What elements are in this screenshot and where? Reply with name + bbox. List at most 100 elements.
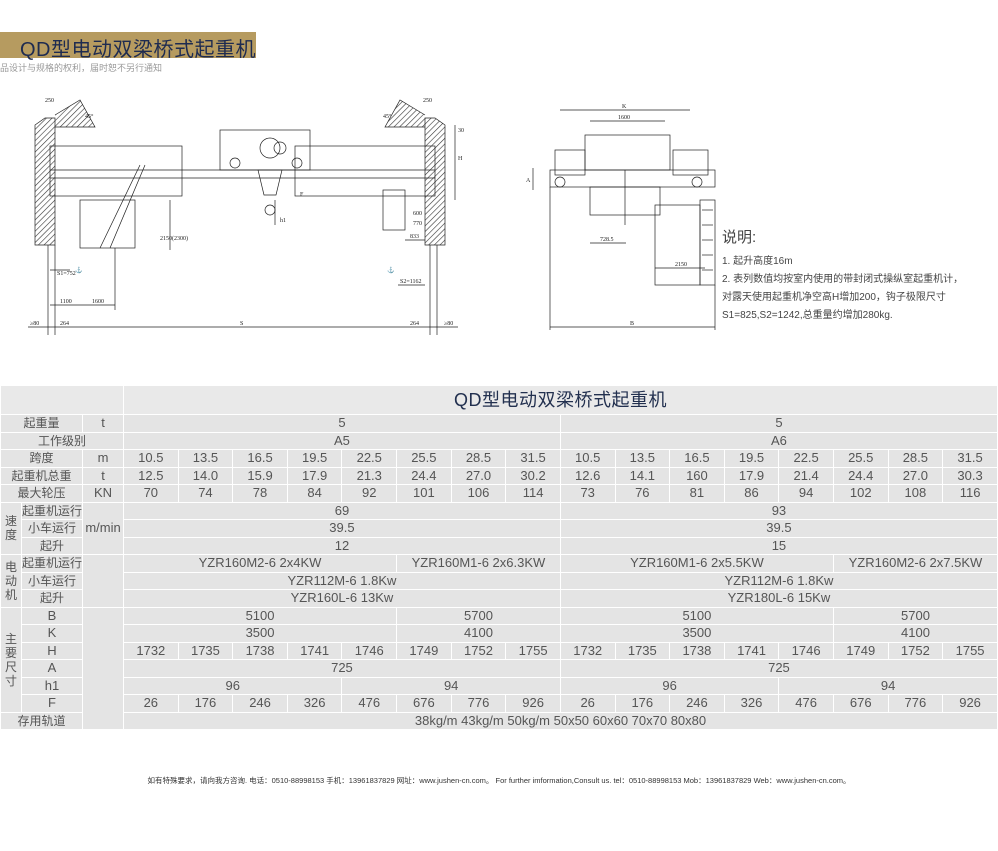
note-line: 1. 起升高度16m xyxy=(722,256,793,267)
table-cell: 73 xyxy=(559,484,616,503)
table-row: 起升 YZR160L-6 13Kw YZR180L-6 15Kw xyxy=(1,589,998,608)
table-cell: 1738 xyxy=(669,641,725,660)
table-cell: 114 xyxy=(505,484,561,503)
table-cell: 676 xyxy=(396,694,452,713)
table-cell: 10.5 xyxy=(559,449,616,468)
table-cell: 1755 xyxy=(505,641,561,660)
table-row: 存用轨道 38kg/m 43kg/m 50kg/m 50x50 60x60 70… xyxy=(0,711,998,730)
table-cell: 176 xyxy=(614,694,671,713)
table-cell: 86 xyxy=(723,484,780,503)
svg-text:S1=752: S1=752 xyxy=(57,271,76,277)
front-drawing-labels: 250 250 45° 45° 30 H F h1 2150(2300) 600… xyxy=(30,98,464,327)
title-banner: QD型电动双梁桥式起重机 xyxy=(0,32,256,61)
table-cell: 101 xyxy=(396,484,452,503)
table-cell: 76 xyxy=(614,484,671,503)
svg-text:≥80: ≥80 xyxy=(444,321,453,327)
table-cell: 27.0 xyxy=(450,466,507,485)
svg-text:⚓: ⚓ xyxy=(75,266,82,274)
table-cell: 17.9 xyxy=(723,466,780,485)
svg-text:45°: 45° xyxy=(85,113,94,120)
table-cell: 108 xyxy=(887,484,944,503)
table-cell: 116 xyxy=(942,484,998,503)
table-cell: 12.6 xyxy=(559,466,616,485)
svg-text:1100: 1100 xyxy=(60,299,72,305)
table-cell: 476 xyxy=(778,694,834,713)
table-cell: 31.5 xyxy=(505,449,561,468)
table-row: h1 96 94 96 94 xyxy=(1,676,998,695)
note-line: 2. 表列数值均按室内使用的带封闭式操纵室起重机计， xyxy=(722,274,964,285)
table-cell: 160 xyxy=(669,466,725,485)
group-motor: 电动机 xyxy=(0,554,22,608)
table-cell: 22.5 xyxy=(341,449,398,468)
table-cell: 14.1 xyxy=(614,466,671,485)
table-cell: 1738 xyxy=(232,641,288,660)
table-cell: 30.3 xyxy=(942,466,998,485)
svg-text:45°: 45° xyxy=(383,113,392,120)
table-cell: 22.5 xyxy=(778,449,834,468)
footer-contact: 如有特殊要求，请向我方咨询. 电话：0510-88998153 手机：13961… xyxy=(147,776,851,785)
table-cell: 1746 xyxy=(778,641,834,660)
svg-text:≥80: ≥80 xyxy=(30,321,39,327)
table-cell: 1732 xyxy=(559,641,616,660)
note-line: 对露天使用起重机净空高H增加200，钩子极限尺寸 xyxy=(722,292,946,303)
table-cell: 19.5 xyxy=(723,449,780,468)
svg-text:S: S xyxy=(240,321,243,327)
left-wall-hatch xyxy=(34,117,56,246)
table-cell: 106 xyxy=(450,484,507,503)
table-cell: 102 xyxy=(832,484,889,503)
table-cell: 1752 xyxy=(887,641,944,660)
table-title-row: QD型电动双梁桥式起重机 xyxy=(0,385,998,415)
table-cell: 246 xyxy=(232,694,288,713)
svg-text:1600: 1600 xyxy=(92,299,104,305)
table-cell: 16.5 xyxy=(232,449,288,468)
group-dimensions: 主要尺寸 xyxy=(0,606,22,713)
svg-text:B: B xyxy=(630,321,634,327)
group-speed: 速度 xyxy=(0,501,22,555)
crane-drawings: ⚓⚓ 250 250 45° 45° 30 H F h1 2150(2300) … xyxy=(28,98,716,335)
table-cell: 25.5 xyxy=(396,449,452,468)
table-cell: 94 xyxy=(778,484,834,503)
table-row: 工作级别 A5 A6 xyxy=(0,431,998,450)
table-row: 起重量 t 5 5 xyxy=(0,414,998,433)
table-cell: 28.5 xyxy=(887,449,944,468)
table-row: A 725 725 xyxy=(1,659,998,678)
svg-text:A: A xyxy=(526,178,531,184)
table-cell: 476 xyxy=(341,694,398,713)
table-cell: 13.5 xyxy=(177,449,234,468)
svg-text:264: 264 xyxy=(60,321,69,327)
spec-table: QD型电动双梁桥式起重机 起重量 t 5 5 工作级别 A5 A6 跨度 m 1… xyxy=(0,385,998,730)
svg-text:833: 833 xyxy=(410,234,419,240)
table-row: 小车运行 YZR112M-6 1.8Kw YZR112M-6 1.8Kw xyxy=(1,571,998,590)
table-cell: 15.9 xyxy=(232,466,288,485)
svg-text:770: 770 xyxy=(413,221,422,227)
table-cell: 30.2 xyxy=(505,466,561,485)
table-cell: 84 xyxy=(286,484,343,503)
svg-text:K: K xyxy=(622,104,627,110)
svg-text:2150(2300): 2150(2300) xyxy=(160,235,188,242)
table-cell: 31.5 xyxy=(942,449,998,468)
table-cell: 28.5 xyxy=(450,449,507,468)
table-cell: 1732 xyxy=(123,641,179,660)
svg-text:S2=1162: S2=1162 xyxy=(400,279,422,285)
front-elevation-drawing: ⚓⚓ xyxy=(28,99,458,335)
table-cell: 1749 xyxy=(832,641,889,660)
note-line: S1=825,S2=1242,总重量约增加280kg. xyxy=(722,310,893,321)
svg-text:264: 264 xyxy=(410,321,419,327)
table-row: K 3500 4100 3500 4100 xyxy=(1,624,998,643)
table-row: 主要尺寸 B 5100 5700 5100 5700 xyxy=(0,606,998,730)
svg-text:1600: 1600 xyxy=(618,115,630,121)
table-row: 起升 12 15 xyxy=(1,536,998,555)
page-title: QD型电动双梁桥式起重机 xyxy=(20,39,256,61)
table-cell: 16.5 xyxy=(669,449,725,468)
table-cell: 1755 xyxy=(942,641,998,660)
table-cell: 78 xyxy=(232,484,288,503)
table-cell: 26 xyxy=(559,694,616,713)
svg-text:250: 250 xyxy=(45,98,54,104)
table-cell: 1746 xyxy=(341,641,398,660)
table-cell: 21.4 xyxy=(778,466,834,485)
table-cell: 13.5 xyxy=(614,449,671,468)
table-cell: 1741 xyxy=(723,641,780,660)
